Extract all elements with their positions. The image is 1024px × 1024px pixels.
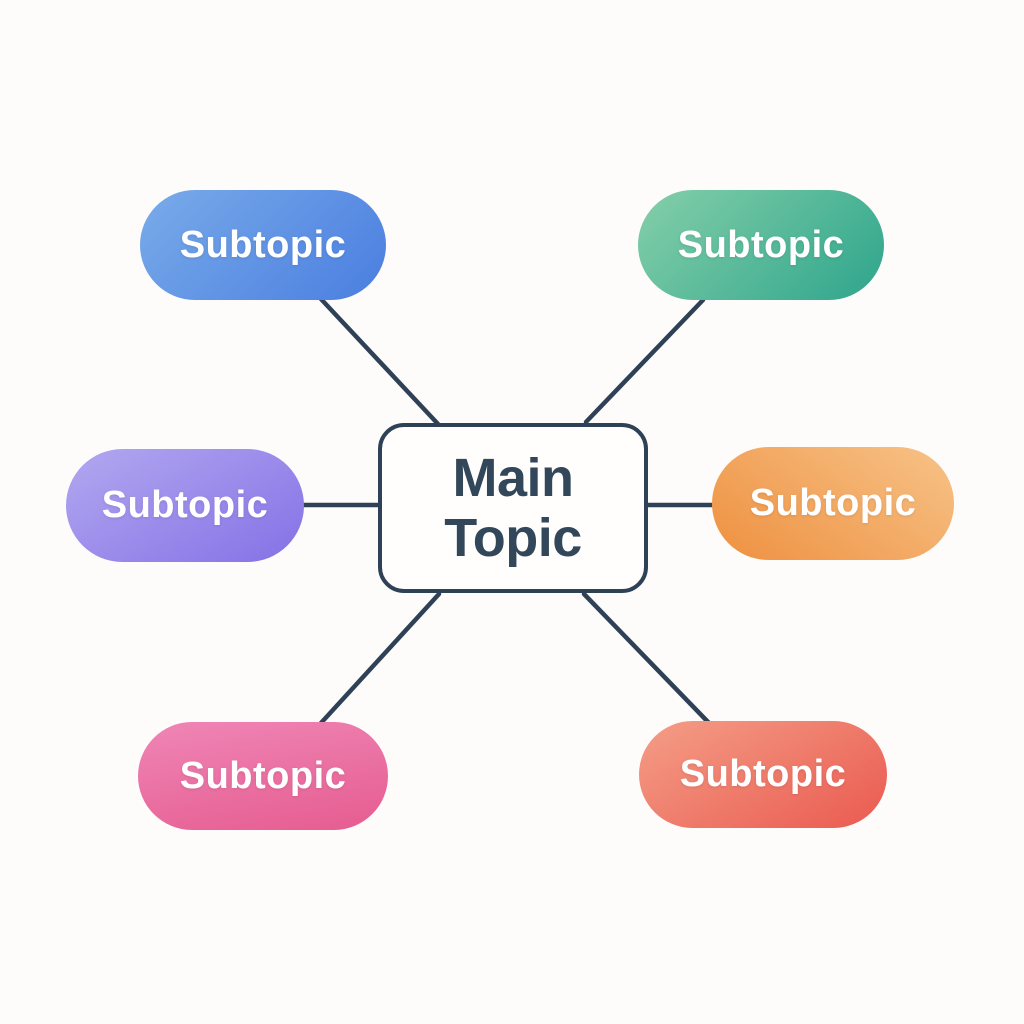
connector-top-right <box>583 297 706 425</box>
subtopic-label: Subtopic <box>677 223 845 266</box>
connector-bottom-left <box>318 591 442 726</box>
subtopic-node-top-right[interactable]: Subtopic <box>638 190 884 300</box>
subtopic-node-bottom-left[interactable]: Subtopic <box>138 722 388 830</box>
main-topic-label: Main Topic <box>444 447 582 568</box>
main-topic-node[interactable]: Main Topic <box>378 423 648 593</box>
subtopic-node-middle-right[interactable]: Subtopic <box>712 447 954 560</box>
subtopic-node-middle-left[interactable]: Subtopic <box>66 449 304 562</box>
subtopic-label: Subtopic <box>179 754 347 797</box>
connector-top-left <box>318 296 441 427</box>
subtopic-label: Subtopic <box>679 753 847 795</box>
subtopic-label: Subtopic <box>101 484 269 526</box>
subtopic-label: Subtopic <box>749 482 917 524</box>
connector-bottom-right <box>581 591 712 726</box>
subtopic-node-bottom-right[interactable]: Subtopic <box>639 721 887 828</box>
subtopic-node-top-left[interactable]: Subtopic <box>140 190 386 300</box>
subtopic-label: Subtopic <box>179 223 347 266</box>
